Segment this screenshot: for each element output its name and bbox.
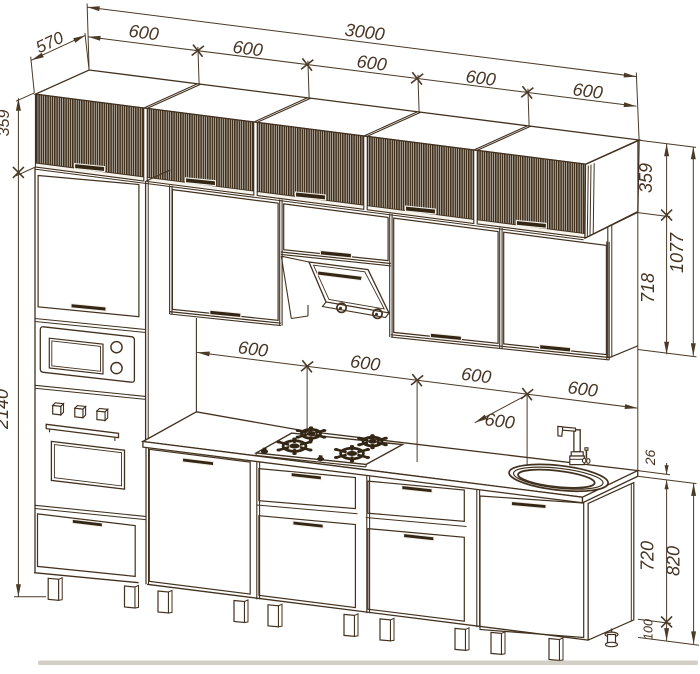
svg-text:600: 600 (232, 37, 264, 61)
svg-text:718: 718 (638, 273, 658, 303)
svg-text:600: 600 (460, 364, 492, 388)
svg-text:600: 600 (465, 66, 497, 90)
svg-text:720: 720 (638, 541, 658, 571)
svg-text:26: 26 (642, 450, 658, 467)
svg-text:600: 600 (237, 337, 269, 361)
svg-text:600: 600 (349, 351, 381, 375)
svg-text:359: 359 (0, 110, 13, 137)
svg-text:100: 100 (642, 619, 656, 640)
svg-text:600: 600 (572, 79, 604, 103)
svg-text:600: 600 (484, 409, 516, 433)
svg-text:820: 820 (664, 546, 684, 576)
svg-text:600: 600 (128, 21, 160, 45)
svg-text:600: 600 (356, 51, 388, 75)
svg-text:1077: 1077 (667, 232, 687, 273)
svg-text:359: 359 (636, 163, 656, 193)
svg-text:600: 600 (567, 377, 599, 401)
svg-text:2140: 2140 (0, 389, 12, 430)
